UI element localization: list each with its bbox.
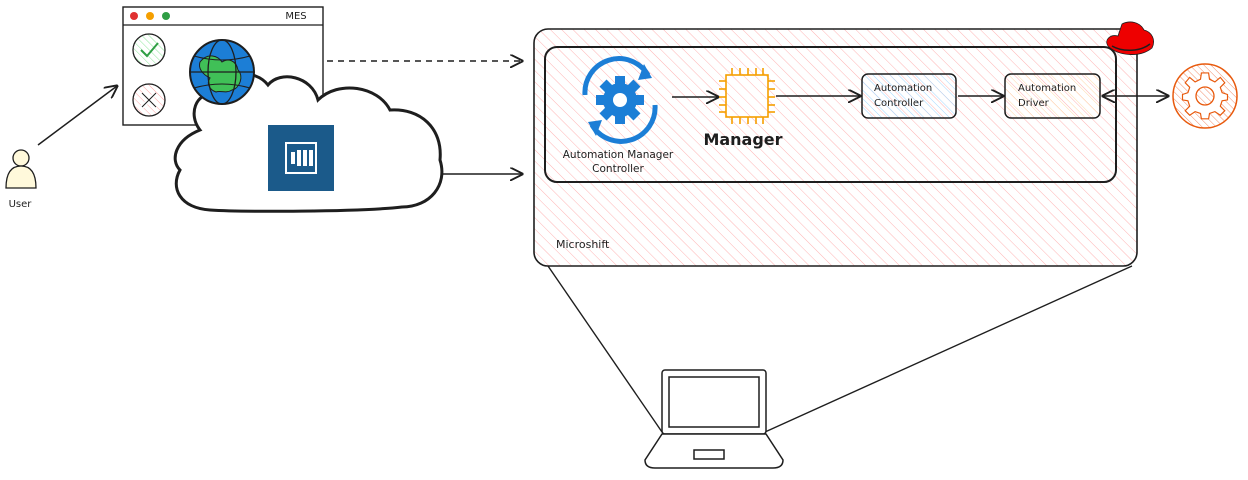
manager-label: Manager bbox=[703, 130, 782, 149]
redhat-icon bbox=[1106, 21, 1154, 55]
laptop-icon bbox=[644, 369, 784, 469]
automation-driver-line2: Driver bbox=[1018, 98, 1050, 109]
window-maximize-dot[interactable] bbox=[162, 12, 170, 20]
globe-icon bbox=[189, 39, 255, 105]
external-gear-icon bbox=[1172, 63, 1238, 129]
window-close-dot[interactable] bbox=[130, 12, 138, 20]
automation-driver-line1: Automation bbox=[1018, 83, 1076, 94]
window-minimize-dot[interactable] bbox=[146, 12, 154, 20]
automation-controller-line2: Controller bbox=[874, 98, 924, 109]
amc-label-line2: Controller bbox=[592, 163, 644, 175]
microshift-container: Microshift bbox=[533, 28, 1138, 267]
user-icon bbox=[5, 149, 37, 189]
projection-line-right bbox=[764, 265, 1133, 433]
amc-label-line1: Automation Manager bbox=[563, 149, 674, 161]
automation-driver-node: Automation Driver bbox=[1004, 73, 1101, 119]
mes-window-title: MES bbox=[285, 11, 306, 22]
automation-controller-node: Automation Controller bbox=[861, 73, 957, 119]
user-actor: User bbox=[5, 149, 37, 210]
projection-line-left bbox=[547, 265, 663, 433]
microshift-label: Microshift bbox=[556, 238, 610, 251]
automation-controller-line1: Automation bbox=[874, 83, 932, 94]
arrow-user-to-mes bbox=[37, 86, 117, 146]
check-icon bbox=[132, 33, 166, 67]
chip-icon bbox=[719, 68, 775, 124]
automation-panel bbox=[544, 46, 1117, 183]
cross-icon bbox=[132, 83, 166, 117]
manager-node: Manager bbox=[703, 68, 783, 149]
user-label: User bbox=[9, 199, 33, 210]
cloud-badge-icon bbox=[268, 125, 334, 191]
